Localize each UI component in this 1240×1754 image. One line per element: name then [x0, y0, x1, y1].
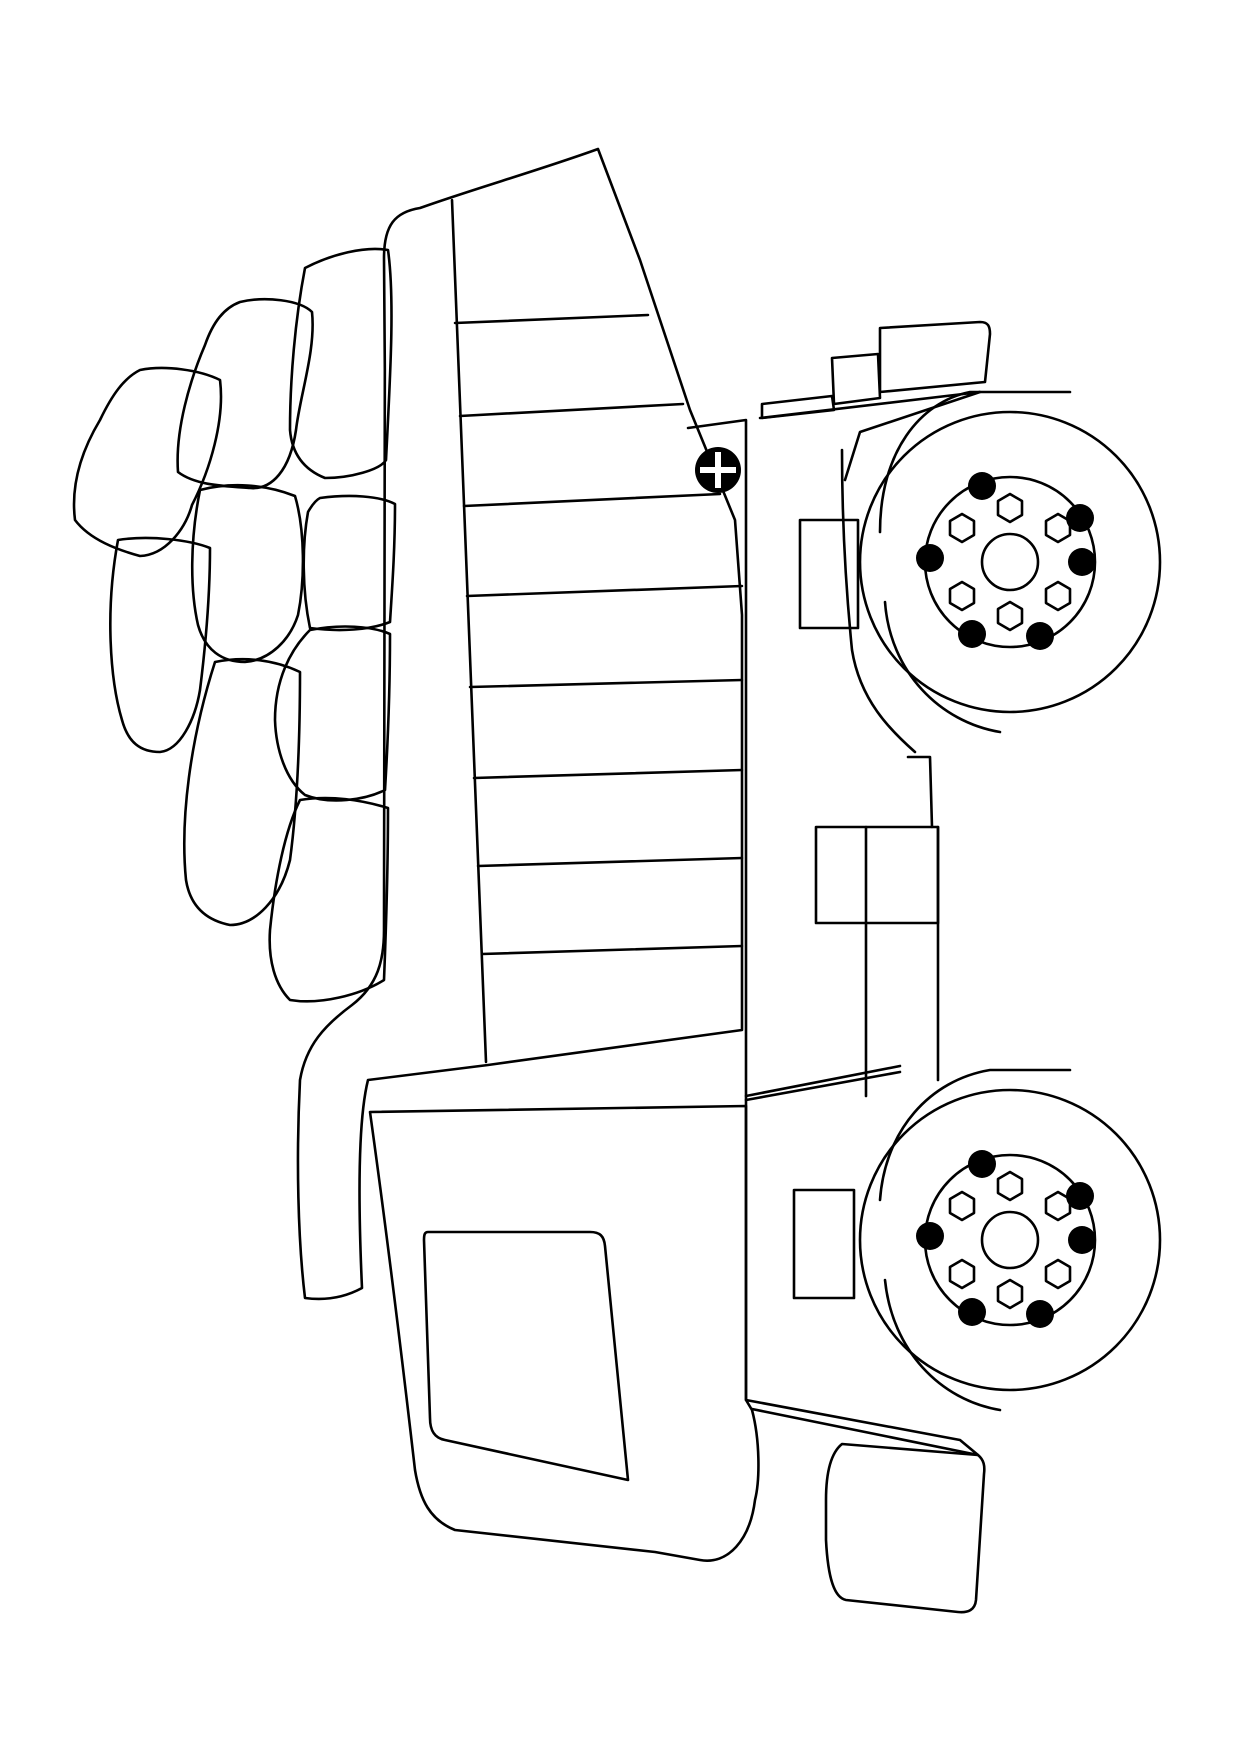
bolt-hole-icon: [968, 1150, 996, 1178]
lug-nut-icon: [948, 1258, 976, 1290]
dump-bed-rib: [476, 856, 744, 868]
lug-nut-icon: [948, 512, 976, 544]
bolt-hole-icon: [968, 472, 996, 500]
rock: [183, 657, 302, 927]
front-mudguard: [798, 448, 917, 754]
lug-nut-icon: [948, 580, 976, 612]
fuel-tank-connector: [906, 755, 934, 829]
lug-nut-icon: [996, 600, 1024, 632]
bolt-hole-icon: [1068, 1226, 1096, 1254]
front-wheel-tire: [858, 410, 1162, 714]
chassis-outline: [686, 418, 980, 1457]
rock: [268, 796, 390, 1003]
rear-wheel-back-tire: [883, 1278, 1002, 1412]
front-wheel: [858, 390, 1162, 734]
dump-bed-front-panel: [450, 198, 488, 1064]
exhaust-stack: [878, 320, 992, 394]
front-bumper: [824, 1442, 986, 1614]
front-axle-block: [798, 518, 860, 630]
front-wheel-center: [980, 532, 1040, 592]
rock: [72, 366, 223, 558]
rear-wheel-center: [980, 1210, 1040, 1270]
lug-nut-icon: [1044, 580, 1072, 612]
rock: [273, 625, 392, 802]
chassis: [686, 390, 982, 1457]
bolt-hole-icon: [1068, 548, 1096, 576]
dump-bed-rib: [465, 584, 744, 598]
chassis-frame-line: [744, 1070, 902, 1102]
cab-window: [422, 1230, 630, 1482]
dump-bed-rib: [458, 402, 685, 418]
bolt-hole-icon: [1026, 1300, 1054, 1328]
rear-wheel-lug-nuts: [948, 1170, 1072, 1310]
dump-bed-ribs: [453, 313, 744, 956]
front-wheel-back-tire: [878, 390, 1072, 534]
front-wheel-lug-nuts: [948, 492, 1072, 632]
front-bumper-outline: [824, 1442, 986, 1614]
rock: [302, 494, 397, 632]
exhaust-stack: [760, 394, 836, 420]
exhaust-stack: [830, 352, 882, 406]
rock: [109, 536, 212, 754]
front-mudguard-outline: [840, 448, 917, 754]
dump-bed-rib: [453, 313, 650, 325]
lug-nut-icon: [996, 1278, 1024, 1310]
dump-bed: [296, 147, 744, 1301]
rock-pile: [72, 247, 397, 1003]
fuel-tank-box: [814, 825, 940, 925]
bolt-hole-icon: [958, 620, 986, 648]
chassis-top-rail: [758, 390, 982, 482]
lug-nut-icon: [1044, 1258, 1072, 1290]
lug-nut-icon: [948, 1190, 976, 1222]
bolt-hole-icon: [1066, 504, 1094, 532]
lug-nut-icon: [996, 1170, 1024, 1202]
bolt-hole-icon: [958, 1298, 986, 1326]
rear-axle-block: [792, 1188, 856, 1300]
bolt-hole-icon: [916, 1222, 944, 1250]
hinge-bolt-icon: [695, 447, 741, 493]
hinge-bolt-cross: [700, 467, 736, 473]
front-wheel-bolt-holes: [916, 472, 1096, 650]
dump-bed-rib: [468, 678, 744, 689]
rear-wheel-bolt-holes: [916, 1150, 1096, 1328]
rear-mudguard: [792, 1188, 856, 1300]
rock: [176, 297, 314, 490]
rock: [288, 247, 393, 480]
dump-bed-rib: [462, 492, 722, 508]
front-wheel-back-tire: [883, 600, 1002, 734]
rear-wheel-back-tire: [878, 1068, 1072, 1202]
dump-bed-outline: [296, 147, 744, 1301]
bolt-hole-icon: [1026, 622, 1054, 650]
rear-wheel: [858, 1068, 1162, 1412]
fuel-tank: [814, 755, 940, 1098]
dump-bed-rib: [480, 944, 744, 956]
rear-wheel-tire: [858, 1088, 1162, 1392]
bolt-hole-icon: [1066, 1182, 1094, 1210]
lug-nut-icon: [996, 492, 1024, 524]
exhaust-stacks: [760, 320, 992, 420]
chassis-frame-line: [744, 1064, 902, 1098]
rock: [190, 483, 305, 664]
cab-outline: [368, 1104, 760, 1562]
bolt-hole-icon: [916, 544, 944, 572]
dump-bed-rib: [472, 768, 744, 780]
truck-cab: [368, 1104, 760, 1562]
